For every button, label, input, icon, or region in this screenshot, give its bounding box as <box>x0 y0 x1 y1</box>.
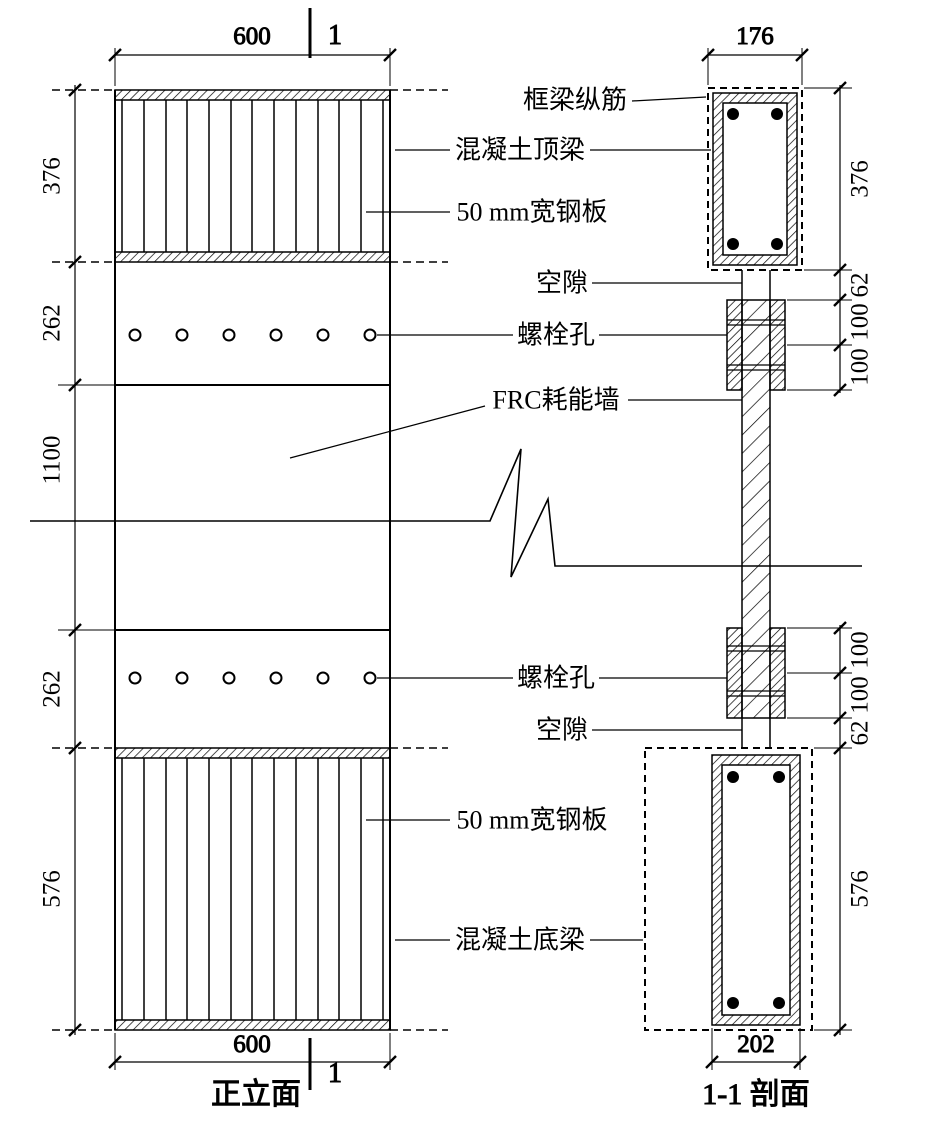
lower-side-plate-left <box>726 627 743 719</box>
dim-width-202: 202 <box>737 1031 775 1058</box>
dimension-ticks-left <box>68 83 82 1037</box>
dim-section-100-upper-2: 100 <box>847 348 874 386</box>
dimension-176 <box>701 48 809 85</box>
lower-bolt-lines <box>727 645 785 697</box>
dim-section-100-lower-1: 100 <box>847 631 874 669</box>
dim-section-62-lower: 62 <box>847 721 874 746</box>
top-beam-lower-flange <box>114 251 391 263</box>
dim-section-576: 576 <box>847 870 874 908</box>
right-dimension-chain-lower <box>787 621 852 1037</box>
left-dimension-chain <box>58 83 115 1037</box>
lower-side-plate-right <box>769 627 786 719</box>
section-view: 176 <box>644 23 874 1112</box>
upper-connection <box>726 299 786 391</box>
dim-section-62-upper: 62 <box>847 273 874 298</box>
leader-frc-wall-left <box>289 405 486 459</box>
dim-width-600-top: 600 <box>233 23 271 50</box>
dim-width-600-bottom: 600 <box>233 1031 271 1058</box>
section-cut-label-top: 1 <box>328 20 342 51</box>
leader-frame-beam-rebar <box>631 96 707 102</box>
callout-bolt-holes-lower: 螺栓孔 <box>517 664 595 693</box>
top-beam-upper-flange <box>114 89 391 101</box>
callouts <box>289 96 742 941</box>
bottom-beam-steel-plates <box>121 758 384 1020</box>
upper-side-plate-left <box>726 299 743 391</box>
dim-width-176: 176 <box>736 23 774 50</box>
top-beam-dashed-outline <box>707 87 803 271</box>
lower-connection <box>726 627 786 719</box>
upper-side-plate-right <box>769 299 786 391</box>
callout-steel-plate-upper: 50 mm宽钢板 <box>457 198 608 227</box>
break-line <box>30 448 862 578</box>
dim-height-262-lower: 262 <box>39 670 66 708</box>
dim-height-576: 576 <box>39 870 66 908</box>
top-dimension-600 <box>108 48 397 86</box>
dim-height-376-top: 376 <box>39 157 66 195</box>
bottom-dimension-600 <box>108 1033 397 1070</box>
callout-steel-plate-lower: 50 mm宽钢板 <box>457 806 608 835</box>
front-elevation-caption: 正立面 <box>211 1078 301 1111</box>
section-cut-label-bottom: 1 <box>328 1058 342 1089</box>
dashed-level-lines <box>52 89 448 1031</box>
bottom-beam-hatched-ring <box>712 755 800 1025</box>
bolt-holes-row-upper <box>128 328 377 342</box>
section-top-beam <box>707 87 803 271</box>
dimension-202 <box>705 1028 807 1070</box>
top-beam-steel-plates <box>121 100 384 252</box>
elevation-outline <box>114 90 391 1030</box>
callout-bolt-holes-upper: 螺栓孔 <box>517 321 595 350</box>
section-wall-strip <box>741 270 771 748</box>
frame-beam-rebar-dots-bottom <box>727 771 785 1009</box>
dim-section-100-lower-2: 100 <box>847 676 874 714</box>
bottom-beam-dashed-outline <box>644 747 813 1031</box>
bottom-beam-upper-flange <box>114 747 391 759</box>
dim-section-100-upper-1: 100 <box>847 303 874 341</box>
front-elevation: 376 262 1100 262 576 600 600 1 <box>39 8 448 1112</box>
wall-strip-hatch <box>742 300 770 718</box>
section-view-caption: 1-1 剖面 <box>702 1078 810 1111</box>
dim-height-1100: 1100 <box>39 435 66 484</box>
dimension-ticks-right-lower <box>833 621 847 1037</box>
callout-concrete-bottom-beam: 混凝土底梁 <box>455 926 585 955</box>
dim-height-262-upper: 262 <box>39 304 66 342</box>
callout-concrete-top-beam: 混凝土顶梁 <box>455 136 585 165</box>
dimension-ticks-right-upper <box>833 81 847 397</box>
frame-beam-rebar-dots-top <box>727 108 783 250</box>
bottom-beam <box>114 747 391 1031</box>
callout-frc-wall: FRC耗能墙 <box>492 386 619 415</box>
callout-frame-beam-rebar: 框梁纵筋 <box>523 86 627 115</box>
bolt-holes-row-lower <box>128 671 377 685</box>
right-dimension-chain-upper <box>787 81 852 397</box>
callout-gap-upper: 空隙 <box>536 269 588 298</box>
section-bottom-beam <box>644 747 813 1031</box>
dim-section-376: 376 <box>847 160 874 198</box>
bottom-beam-lower-flange <box>114 1019 391 1031</box>
callout-gap-lower: 空隙 <box>536 716 588 745</box>
top-beam <box>114 89 391 263</box>
top-beam-hatched-ring <box>713 93 797 265</box>
upper-bolt-lines <box>727 319 785 371</box>
